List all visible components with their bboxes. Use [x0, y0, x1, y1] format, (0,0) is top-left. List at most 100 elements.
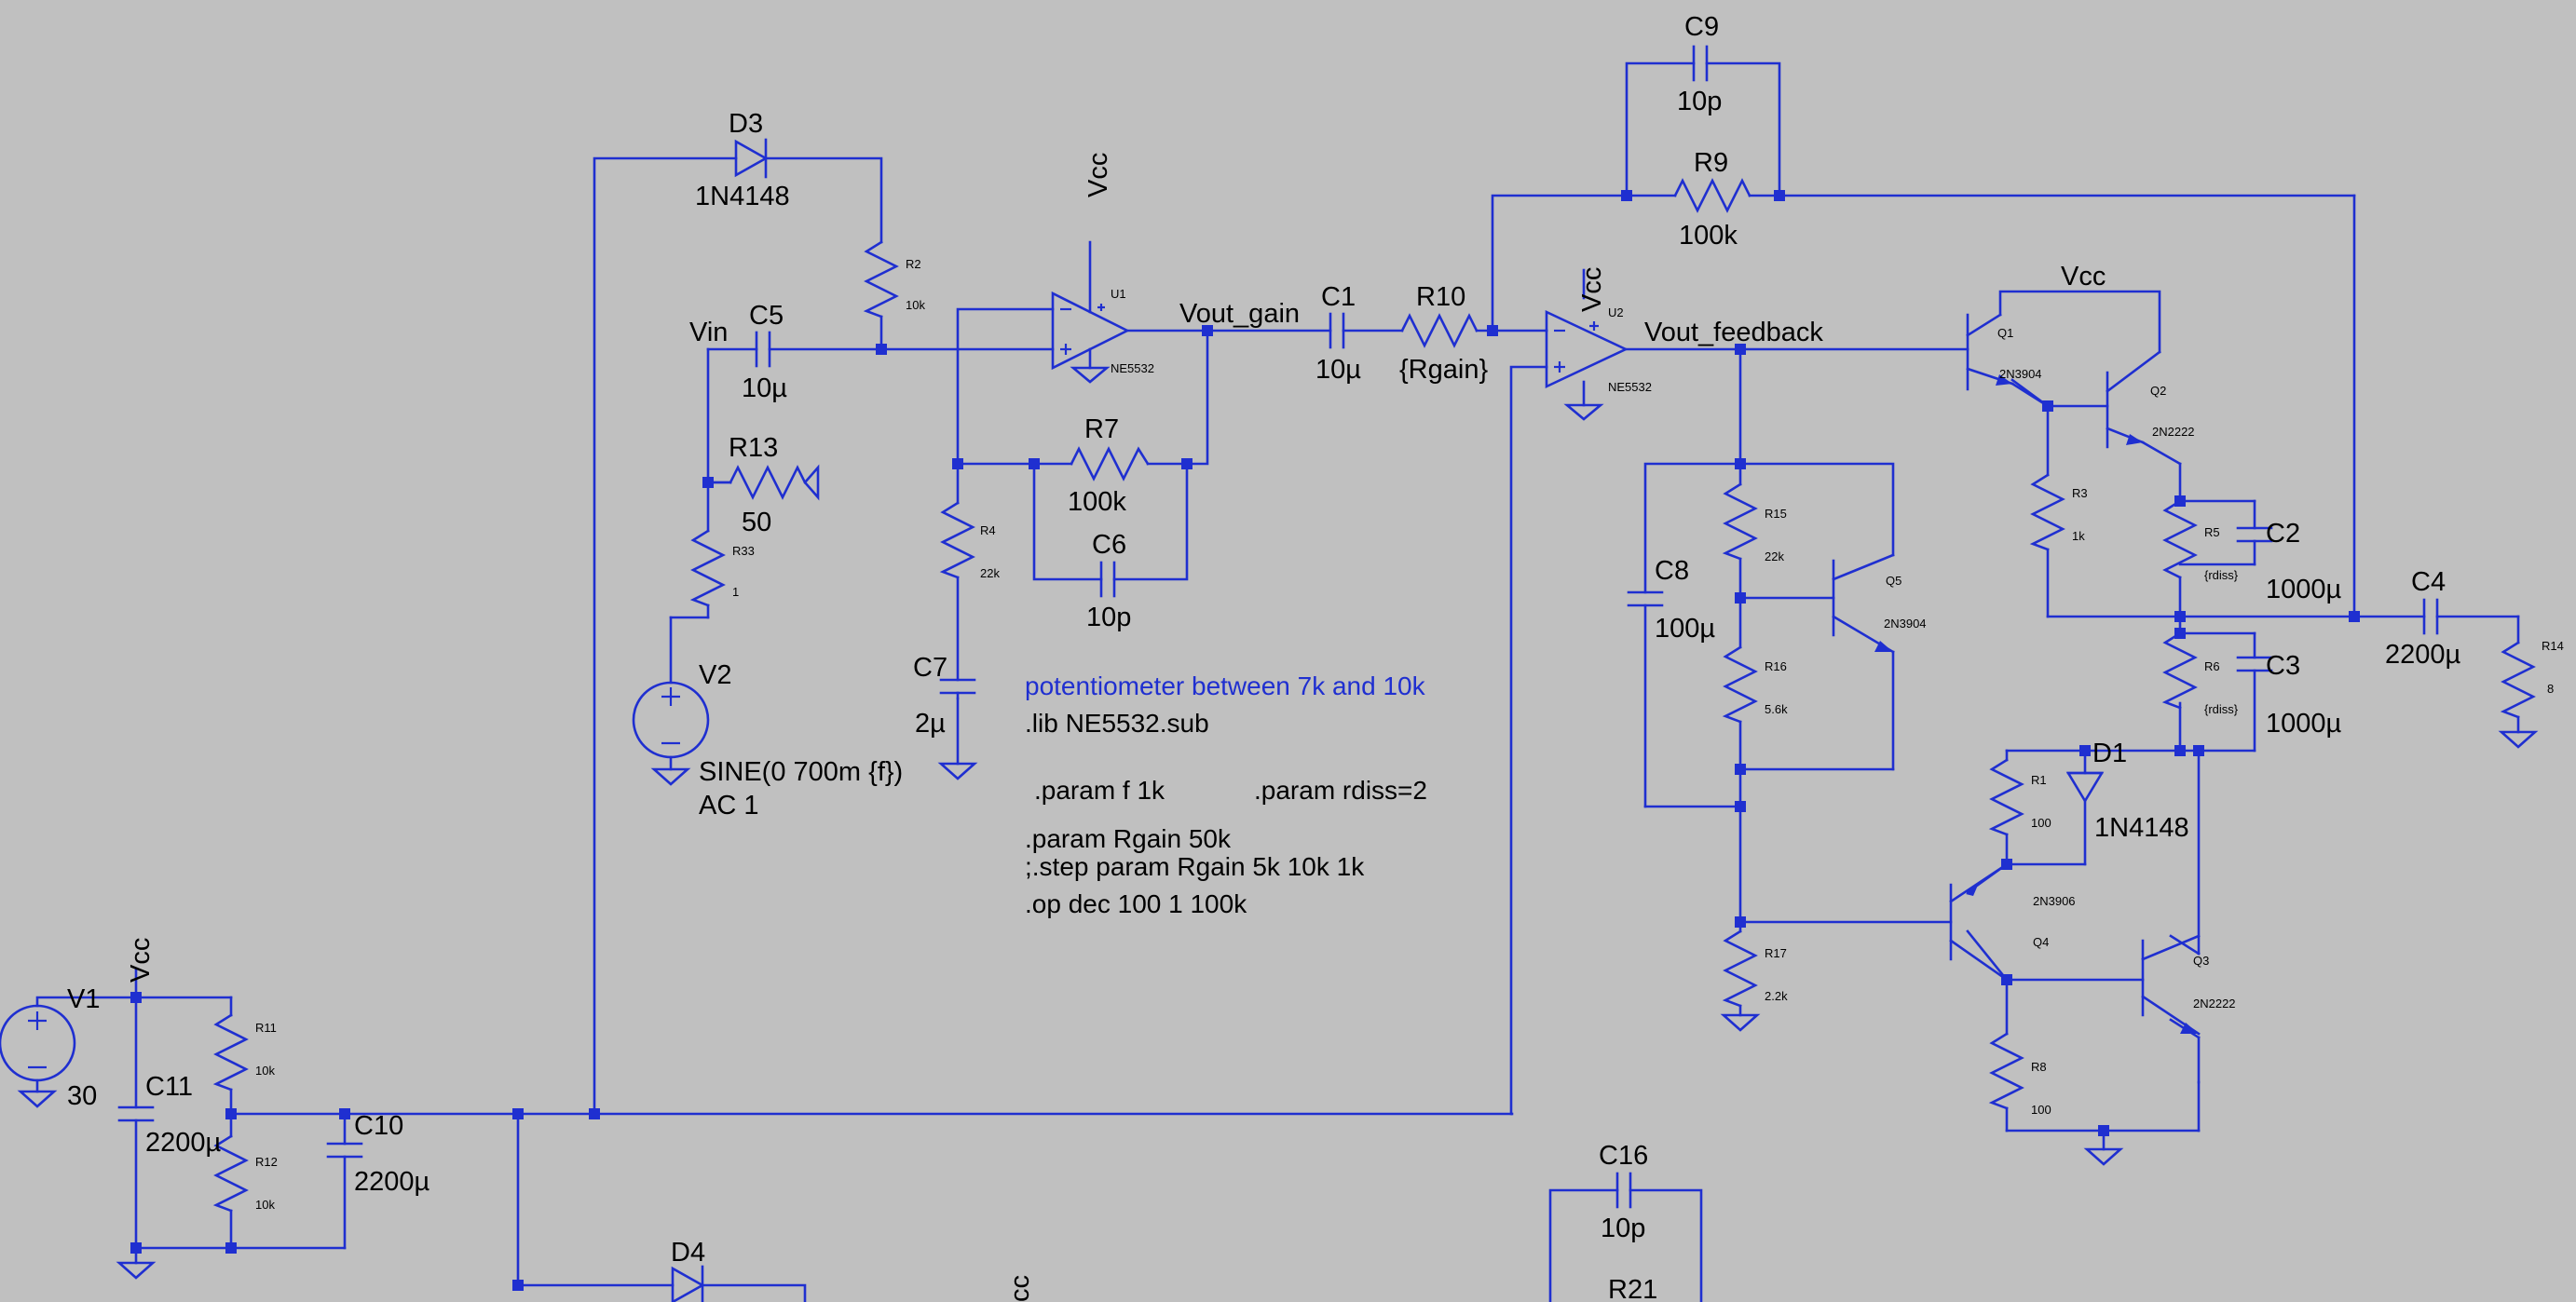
d4-ref: D4 [671, 1238, 705, 1268]
d3-value: 1N4148 [695, 182, 790, 211]
diode-d4[interactable] [671, 1265, 705, 1302]
c10-ref: C10 [354, 1111, 403, 1141]
diode-d3[interactable] [734, 138, 769, 179]
resistor-r1[interactable] [1988, 758, 2024, 836]
r7-value: 100k [1068, 487, 1126, 517]
capacitor-c16[interactable] [1615, 1172, 1632, 1209]
c9-value: 10p [1677, 87, 1722, 116]
r5-value: {rdiss} [2204, 568, 2239, 582]
resistor-r6[interactable] [2161, 631, 2198, 710]
u2-ref: U2 [1608, 305, 1624, 319]
c5-value: 10µ [742, 373, 787, 403]
u1-value: NE5532 [1111, 361, 1154, 375]
c16-ref: C16 [1599, 1141, 1648, 1171]
c4-value: 2200µ [2385, 640, 2461, 670]
transistor-q5[interactable] [1832, 553, 1895, 654]
capacitor-c4[interactable] [2422, 598, 2439, 635]
net-label-vout-feedback: Vout_feedback [1644, 318, 1823, 347]
resistor-r2[interactable] [863, 240, 899, 319]
c10-value: 2200µ [354, 1167, 430, 1197]
opamp-u2[interactable] [1545, 309, 1629, 421]
v2-value: SINE(0 700m {f}) [699, 757, 903, 787]
d1-ref: D1 [2092, 739, 2127, 768]
diode-d1[interactable] [2065, 771, 2105, 804]
q3-ref: Q3 [2193, 954, 2209, 968]
resistor-r16[interactable] [1722, 645, 1758, 724]
resistor-r7[interactable] [1070, 446, 1150, 481]
c6-ref: C6 [1092, 530, 1126, 560]
resistor-r12[interactable] [212, 1134, 249, 1213]
q4-ref: Q4 [2033, 935, 2049, 949]
r13-ref: R13 [729, 433, 778, 463]
directive-param-rdiss: .param rdiss=2 [1254, 776, 1427, 805]
resistor-r14[interactable] [2500, 641, 2536, 719]
junctions [130, 190, 2360, 1291]
capacitor-c8[interactable] [1627, 590, 1664, 607]
c2-ref: C2 [2266, 519, 2300, 549]
resistor-r11[interactable] [212, 1013, 249, 1092]
resistor-r8[interactable] [1988, 1032, 2024, 1110]
r7-ref: R7 [1084, 414, 1119, 444]
directive-op: .op dec 100 1 100k [1025, 889, 1247, 918]
resistor-r33[interactable] [689, 529, 726, 607]
resistor-r15[interactable] [1722, 482, 1758, 561]
c7-value: 2µ [915, 709, 946, 739]
comment-potentiometer: potentiometer between 7k and 10k [1025, 671, 1426, 700]
opamp-u1[interactable] [1051, 240, 1130, 384]
capacitor-c11[interactable] [117, 1105, 155, 1122]
resistor-r3[interactable] [2029, 473, 2065, 551]
c4-ref: C4 [2411, 567, 2446, 597]
c8-value: 100µ [1655, 614, 1715, 644]
r14-ref: R14 [2542, 639, 2564, 653]
capacitor-c1[interactable] [1329, 312, 1345, 349]
r13-value: 50 [742, 508, 771, 537]
resistor-r9[interactable] [1673, 178, 1751, 213]
r10-value: {Rgain} [1399, 355, 1488, 385]
r8-value: 100 [2031, 1103, 2051, 1117]
v2-value-ac: AC 1 [699, 791, 758, 821]
q4-value: 2N3906 [2033, 894, 2076, 908]
r1-ref: R1 [2031, 773, 2047, 787]
r10-ref: R10 [1416, 282, 1465, 312]
d1-value: 1N4148 [2094, 813, 2189, 843]
vcc-label-u2: Vcc [1577, 267, 1607, 312]
resistor-r10[interactable] [1400, 313, 1479, 348]
resistor-r5[interactable] [2162, 499, 2198, 579]
q3-value: 2N2222 [2193, 997, 2236, 1010]
c3-ref: C3 [2266, 651, 2300, 681]
q2-value: 2N2222 [2152, 425, 2195, 439]
r3-ref: R3 [2072, 486, 2088, 500]
source-v2[interactable] [632, 681, 710, 786]
v1-value: 30 [67, 1081, 97, 1111]
c11-ref: C11 [145, 1072, 193, 1102]
capacitor-c5[interactable] [755, 331, 771, 368]
r2-ref: R2 [906, 257, 921, 271]
transistor-q1[interactable] [1966, 313, 2014, 391]
c7-ref: C7 [913, 653, 947, 683]
r11-ref: R11 [255, 1021, 277, 1035]
c9-ref: C9 [1684, 12, 1719, 42]
c6-value: 10p [1086, 603, 1131, 632]
capacitor-c10[interactable] [326, 1142, 363, 1159]
capacitor-c9[interactable] [1692, 45, 1709, 82]
capacitor-c3[interactable] [2236, 656, 2273, 672]
transistor-q2[interactable] [2106, 350, 2161, 449]
resistor-r17[interactable] [1722, 929, 1758, 1008]
transistor-q3[interactable] [2141, 934, 2201, 1036]
r4-value: 22k [980, 566, 1000, 580]
capacitor-c2[interactable] [2236, 526, 2273, 543]
transistor-q4[interactable] [1949, 862, 2009, 982]
capacitor-c6[interactable] [1099, 561, 1116, 598]
capacitor-c7[interactable] [939, 678, 976, 700]
r33-value: 1 [732, 585, 739, 599]
r16-ref: R16 [1765, 659, 1787, 673]
source-v1[interactable] [0, 1004, 76, 1108]
directive-param-f: .param f 1k [1034, 776, 1165, 805]
r6-value: {rdiss} [2204, 702, 2239, 716]
resistor-r13[interactable] [729, 464, 820, 501]
resistor-r4[interactable] [939, 501, 975, 579]
r12-ref: R12 [255, 1155, 278, 1169]
r3-value: 1k [2072, 529, 2085, 543]
r17-ref: R17 [1765, 946, 1787, 960]
